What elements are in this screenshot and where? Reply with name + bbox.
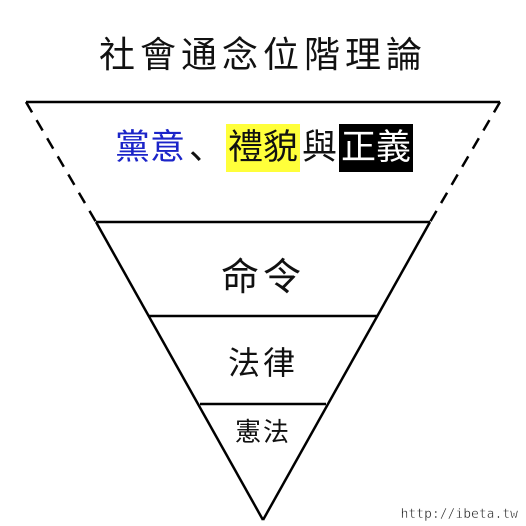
tier-top-word-2-highlighted: 禮貌	[225, 124, 300, 172]
watermark-url: http://ibeta.tw	[400, 507, 518, 522]
pyramid-left-edge	[94, 221, 265, 521]
pyramid-right-edge	[261, 221, 432, 521]
tier-top-separator: 、	[188, 128, 224, 168]
pyramid-right-dashed-edge	[428, 101, 502, 223]
tier-top-connector: 與	[302, 128, 338, 168]
tier-bottom-label: 憲法	[234, 418, 291, 448]
tier-top-label: 黨意、禮貌與正義	[68, 124, 458, 172]
tier-top-word-1: 黨意	[114, 128, 185, 168]
pyramid-left-dashed-edge	[24, 101, 98, 223]
tier-third-label: 法律	[227, 344, 298, 382]
tier-top-word-3-inverted: 正義	[339, 124, 414, 172]
tier-second-label: 命令	[220, 255, 305, 299]
diagram-title: 社會通念位階理論	[98, 35, 427, 76]
